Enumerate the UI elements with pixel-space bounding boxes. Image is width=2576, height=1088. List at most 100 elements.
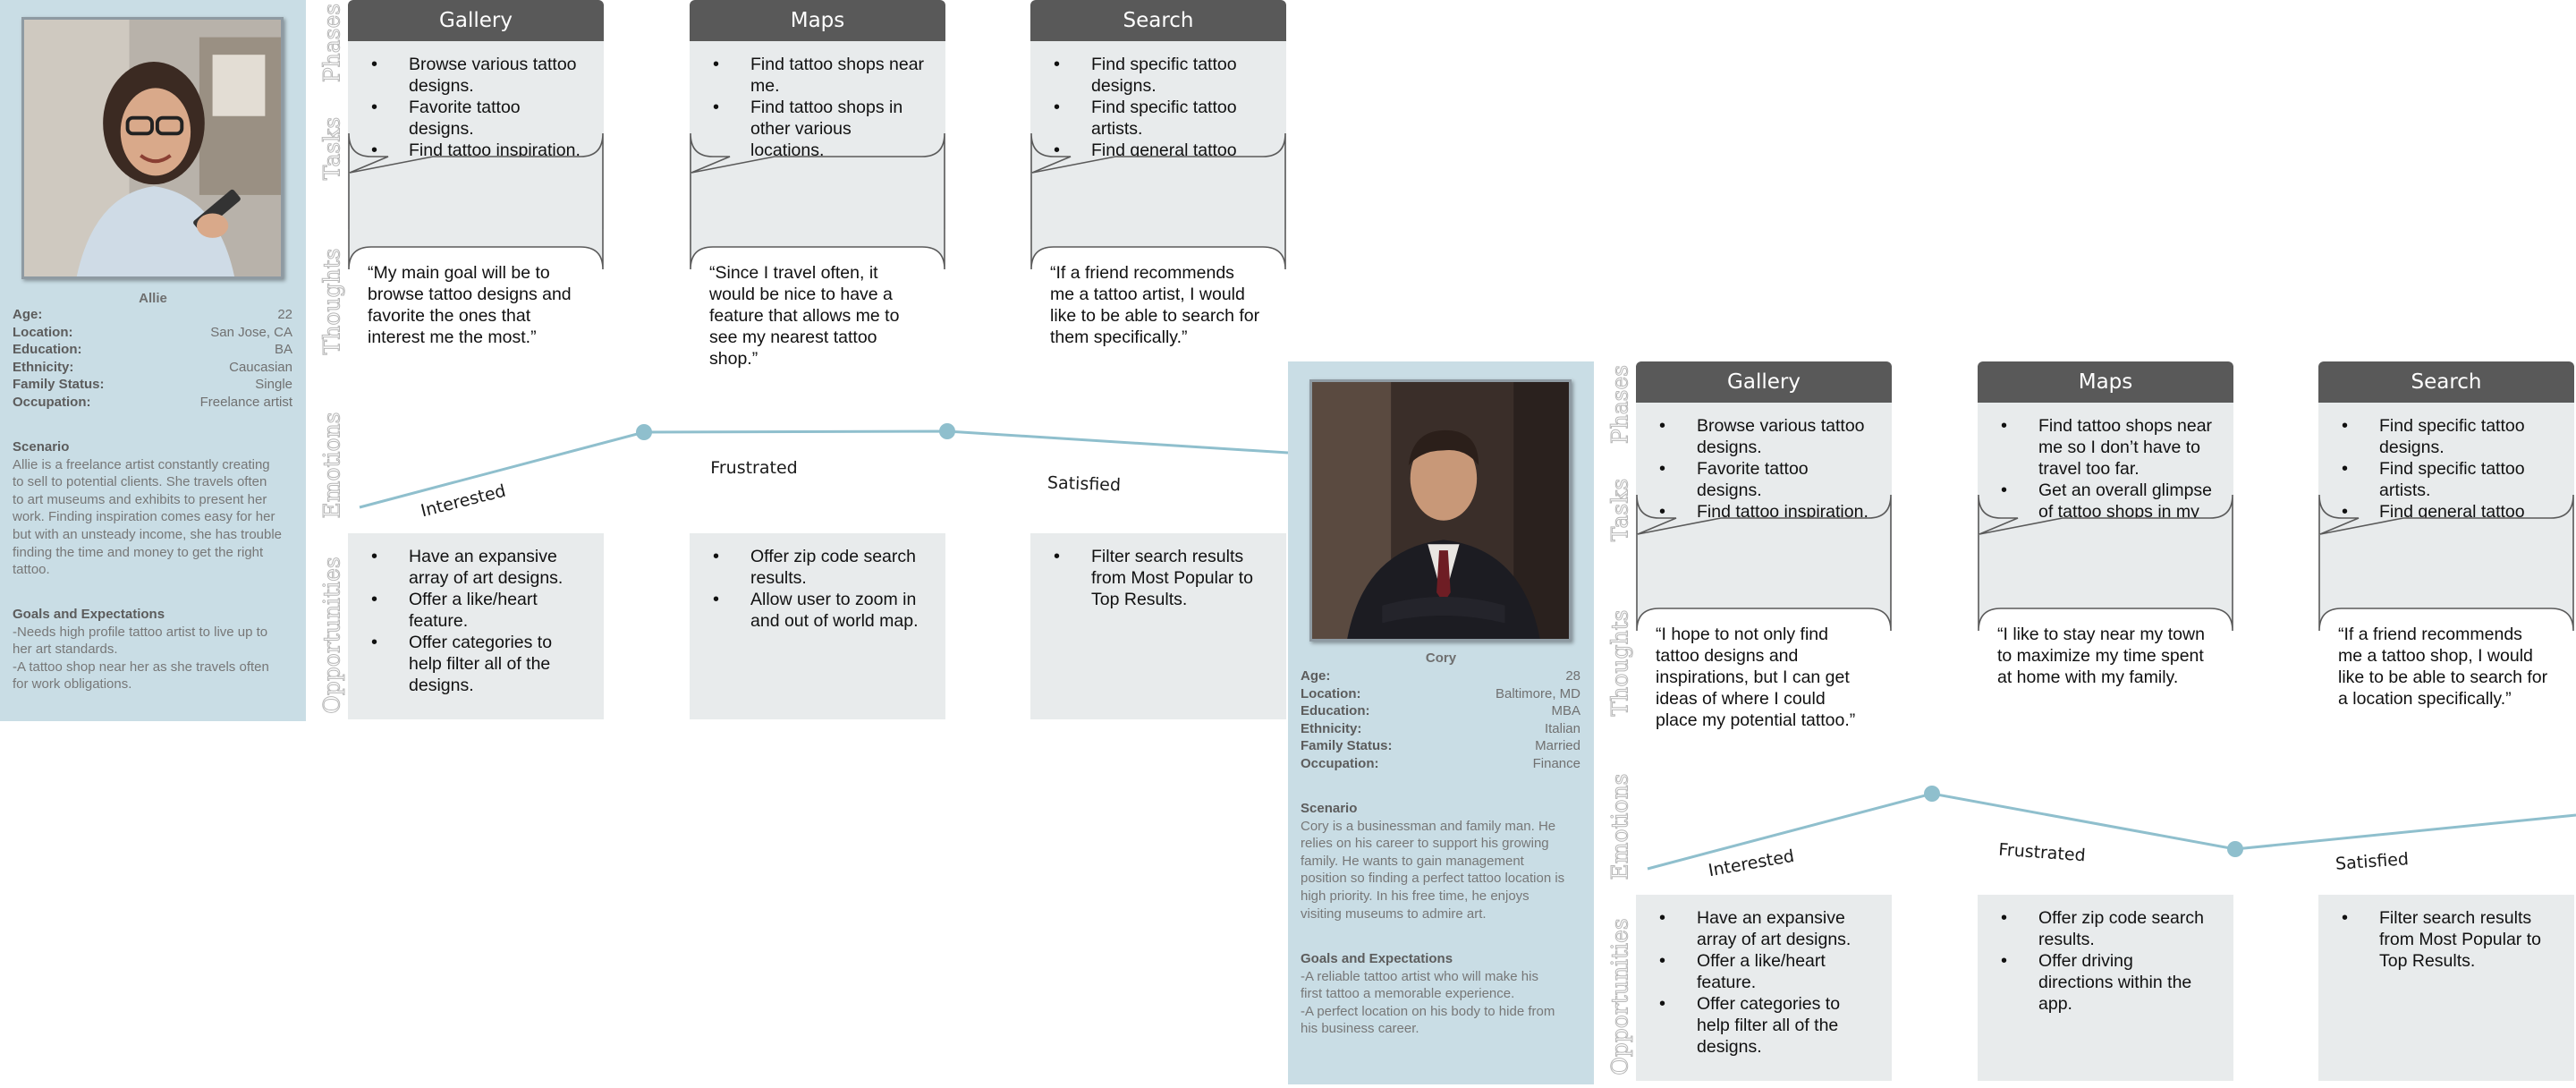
opportunity-line: Offer a like/heart — [409, 590, 538, 609]
thought-line: a location specifically.” — [2338, 689, 2512, 709]
attribute-key: Age: — [13, 307, 43, 322]
attribute-key: Occupation: — [13, 394, 91, 410]
attribute-key: Family Status: — [1301, 738, 1393, 754]
task-line: Favorite tattoo — [1697, 459, 1809, 479]
scenario-line: visiting museums to admire art. — [1301, 905, 1487, 922]
persona-photo-image — [1312, 382, 1569, 639]
opportunity-line: Offer a like/heart — [1697, 951, 1826, 971]
persona-goals: Goals and Expectations-Needs high profil… — [13, 606, 299, 693]
opportunity-line: array of art designs. — [409, 568, 564, 588]
task-line: me. — [750, 76, 780, 96]
scenario-line: to sell to potential clients. She travel… — [13, 474, 267, 490]
thought-line: “I like to stay near my town — [1997, 625, 2205, 644]
goals-line: -A tattoo shop near her as she travels o… — [13, 659, 269, 675]
task-line: Find specific tattoo — [2379, 416, 2525, 436]
thought-line: them specifically.” — [1050, 327, 1188, 347]
thought-line: favorite the ones that — [368, 306, 531, 326]
opportunity-line: and out of world map. — [750, 611, 919, 631]
opportunity-line: array of art designs. — [1697, 930, 1852, 949]
tasks-list: Find tattoo shops near me so I don’t have… — [1997, 415, 2223, 544]
attribute-value: Italian — [1544, 720, 1580, 736]
attribute-value: BA — [274, 342, 292, 358]
phase-header-search: Search — [2318, 361, 2574, 403]
attribute-row: Family Status:Single — [13, 376, 292, 394]
row-label-text: Thoughts — [1606, 609, 1633, 717]
thought-line: shop.” — [709, 349, 758, 369]
task-line: artists. — [1091, 119, 1143, 139]
thought-line: “If a friend recommends — [2338, 625, 2522, 644]
opportunity-line: Offer driving — [2038, 951, 2133, 971]
thought-line: tattoo designs and — [1656, 646, 1799, 666]
thought-line: me a tattoo artist, I would — [1050, 285, 1245, 304]
phase-header-search: Search — [1030, 0, 1286, 41]
scenario-title: Scenario — [13, 439, 70, 455]
attribute-value: 28 — [1565, 668, 1580, 684]
opportunity-line: designs. — [1697, 1037, 1762, 1057]
goals-title: Goals and Expectations — [13, 607, 165, 622]
task-line: Find tattoo shops in — [750, 98, 903, 117]
glasses — [125, 115, 154, 136]
persona-goals: Goals and Expectations-A reliable tattoo… — [1301, 950, 1587, 1038]
attribute-row: Age: 22 — [13, 306, 292, 324]
emotion-label-text: Frustrated — [710, 458, 798, 478]
persona-photo-image — [24, 20, 281, 276]
task-line: other various — [750, 119, 852, 139]
task-line: Browse various tattoo — [409, 55, 577, 74]
attribute-value: 22 — [277, 307, 292, 322]
scenario-title: Scenario — [1301, 801, 1358, 816]
task-line: Find tattoo shops near — [2038, 416, 2213, 436]
tie — [1436, 550, 1451, 603]
goals-title: Goals and Expectations — [1301, 951, 1453, 966]
thought-line: “My main goal will be to — [368, 263, 550, 283]
attribute-row: Occupation:Freelance artist — [13, 394, 292, 412]
task-line: me so I don’t have to — [2038, 438, 2201, 457]
attribute-value: Married — [1535, 738, 1580, 754]
phase-header-maps: Maps — [1978, 361, 2233, 403]
row-label-text: Phases — [318, 3, 345, 83]
attribute-row: Family Status: Married — [1301, 737, 1580, 755]
thought-line: to maximize my time spent — [1997, 646, 2204, 666]
attribute-row: Education:MBA — [1301, 702, 1580, 720]
attribute-key: Education: — [13, 342, 82, 358]
thought-bubble-shape — [2318, 494, 2574, 632]
emotion-point — [636, 424, 652, 440]
task-line: Find general tattoo — [2379, 502, 2525, 522]
attribute-key: Location: — [1301, 685, 1361, 701]
thought-line: see my nearest tattoo — [709, 327, 877, 347]
task-line: Find tattoo inspiration. — [409, 140, 580, 160]
attribute-key: Ethnicity: — [13, 359, 74, 375]
emotion-curve — [359, 423, 1289, 509]
opportunity-line: help filter all of the — [409, 654, 551, 674]
attribute-value: Finance — [1532, 755, 1580, 771]
attribute-value: Baltimore, MD — [1495, 685, 1580, 701]
scenario-line: but with an unsteady income, she has tro… — [13, 526, 283, 542]
opportunity-line: feature. — [409, 611, 469, 631]
emotion-line — [1647, 792, 2576, 871]
attribute-row: Location: Baltimore, MD — [1301, 685, 1580, 703]
opportunity-line: from Most Popular to — [1091, 568, 1253, 588]
thought-bubble-shape — [1636, 494, 1892, 632]
scenario-line: high priority. In his free time, he enjo… — [1301, 888, 1530, 904]
opportunity-line: directions within the — [2038, 973, 2192, 992]
